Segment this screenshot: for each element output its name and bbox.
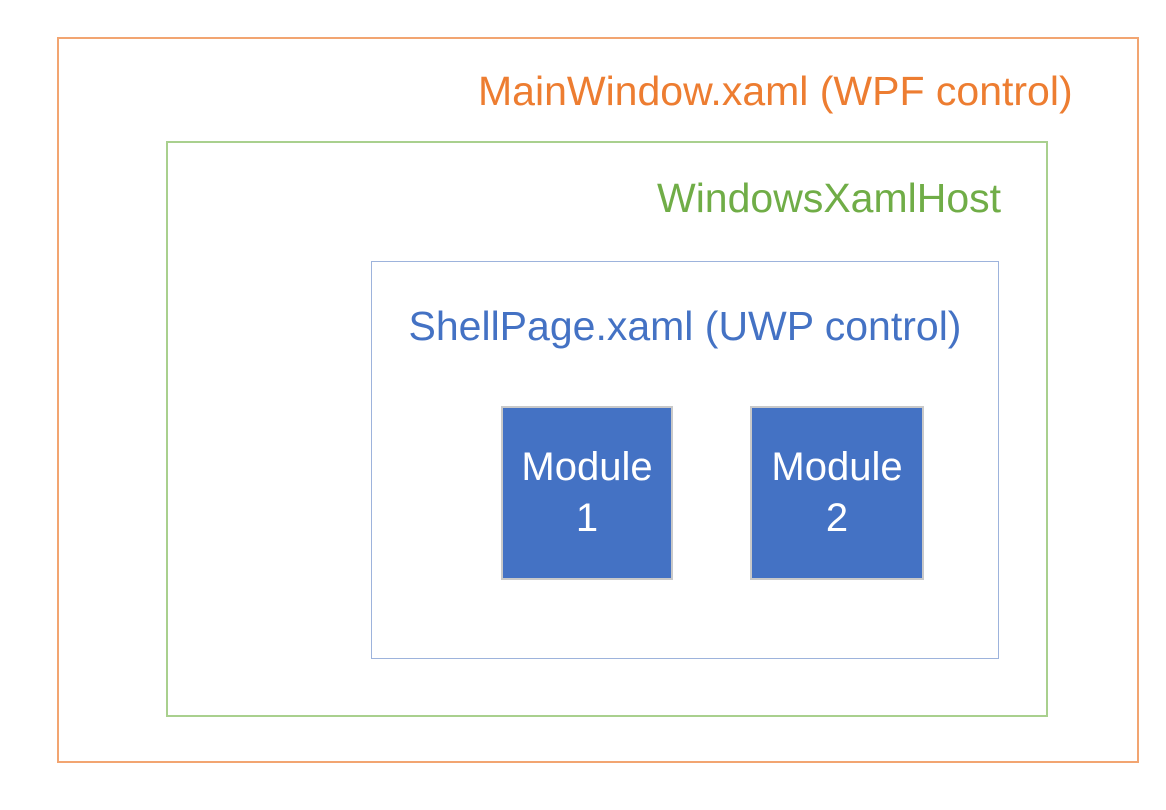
windowsxamlhost-label: WindowsXamlHost [657, 175, 1002, 221]
module-2-label-line1: Module [771, 445, 903, 489]
shellpage-uwp-label: ShellPage.xaml (UWP control) [408, 303, 962, 349]
mainwindow-wpf-label: MainWindow.xaml (WPF control) [478, 68, 1073, 114]
module-1-label-line2: 1 [575, 496, 599, 540]
windowsxamlhost-box [166, 141, 1048, 717]
shellpage-uwp-box [371, 261, 999, 659]
module-2-label-line2: 2 [825, 496, 849, 540]
module-1-box: Module 1 [501, 406, 673, 580]
module-2-box: Module 2 [750, 406, 924, 580]
mainwindow-wpf-box [57, 37, 1139, 763]
module-1-label-line1: Module [521, 445, 653, 489]
